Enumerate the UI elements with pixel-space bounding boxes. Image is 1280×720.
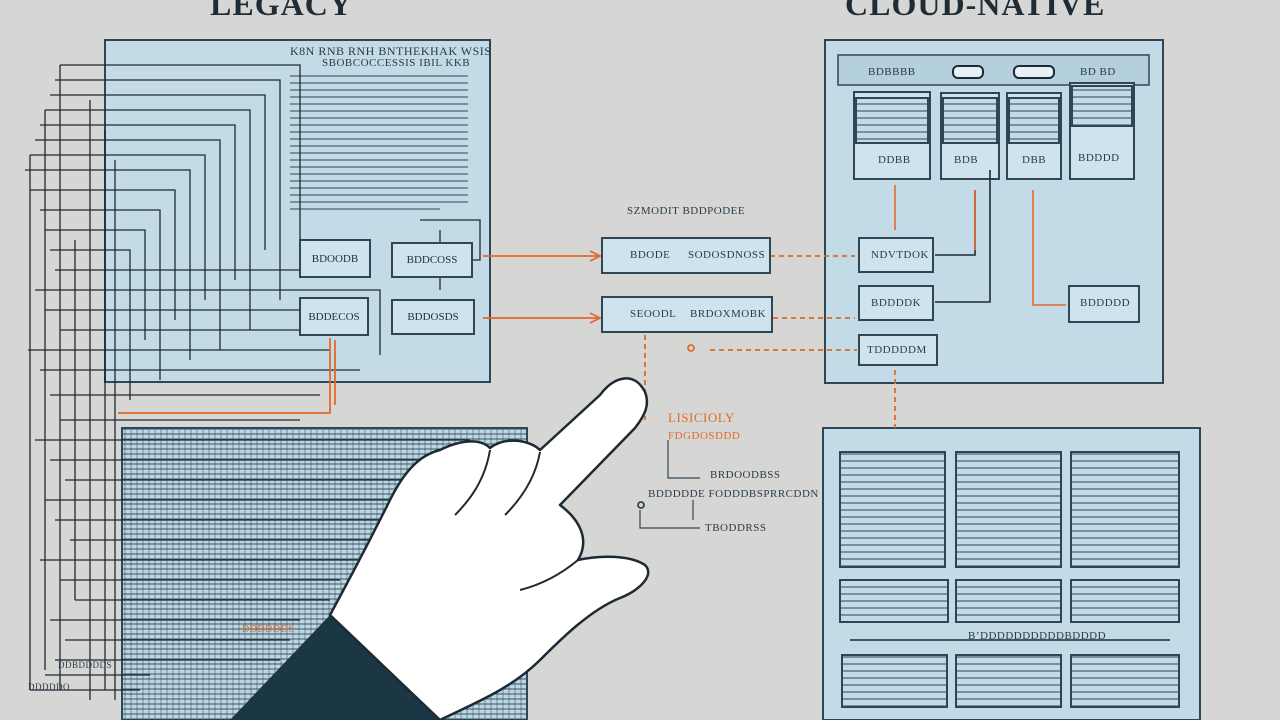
bridge-1-left: BDODE [630, 249, 671, 261]
notes-item-2: BDDDDDE FODDDBSPRRCDDN [648, 488, 819, 500]
bridge-1-right: SODOSDNOSS [688, 249, 766, 261]
legacy-module-1: BDOODB [311, 252, 359, 265]
gateway-2: BDDDDK [871, 297, 922, 309]
service-3-bottom: DBB [1022, 154, 1047, 166]
legacy-module-2: BDDCOSS [406, 254, 458, 266]
migration-title: SZMODIT BDDPODEE [627, 205, 746, 217]
legacy-footer-label-1: DDDDDDS [242, 624, 295, 635]
service-4-top: BD BD [1080, 66, 1116, 78]
notes-subtitle: FDGDOSDDD [668, 430, 741, 442]
side-node: BDDDDD [1080, 297, 1131, 309]
legacy-footer-label-2: DDBDDDDS [58, 660, 113, 670]
cluster-panel [822, 427, 1201, 720]
service-4-bottom: BDDDD [1078, 152, 1120, 164]
service-1-top: BDBBBB [868, 66, 916, 78]
legacy-wiring [25, 64, 481, 700]
notes-item-1: BRDOODBSS [710, 469, 781, 481]
bridge-2-right: BRDOXMOBK [690, 308, 767, 320]
legacy-header-line-1: K8N RNB RNH BNTHEKHAK WSIS [290, 44, 492, 58]
cloud-native-heading: CLOUD-NATIVE [845, 0, 1106, 22]
gateway-3: TDDDDDM [867, 344, 927, 356]
cluster-label: B’DDDDDDDDDDBDDDD [968, 630, 1107, 642]
legacy-module-3: BDDECOS [308, 310, 360, 323]
gateway-boxes [858, 237, 1140, 366]
legacy-modules [299, 239, 475, 336]
service-1-bottom: DDBB [878, 154, 911, 166]
legacy-heading: LEGACY [210, 0, 353, 22]
bridge-2-left: SEOODL [630, 308, 677, 320]
legacy-module-4: BDDOSDS [407, 311, 459, 323]
notes-title: LISICIOLY [668, 410, 735, 425]
legacy-footer-label-3: DDDDDO [28, 682, 70, 692]
legacy-panel [104, 39, 491, 383]
legacy-header-line-2: SBOBCOCCESSIS IBIL KKB [322, 57, 471, 69]
service-2-bottom: BDB [954, 154, 979, 166]
service-tiles [853, 82, 1135, 180]
note-brackets [639, 440, 700, 529]
migration-arrows [118, 250, 896, 509]
pointing-hand [230, 377, 650, 720]
cloud-wiring [894, 170, 1066, 306]
bridge-boxes [601, 237, 773, 333]
notes-item-3: TBODDRSS [705, 522, 767, 534]
gateway-1: NDVTDOK [871, 249, 929, 261]
